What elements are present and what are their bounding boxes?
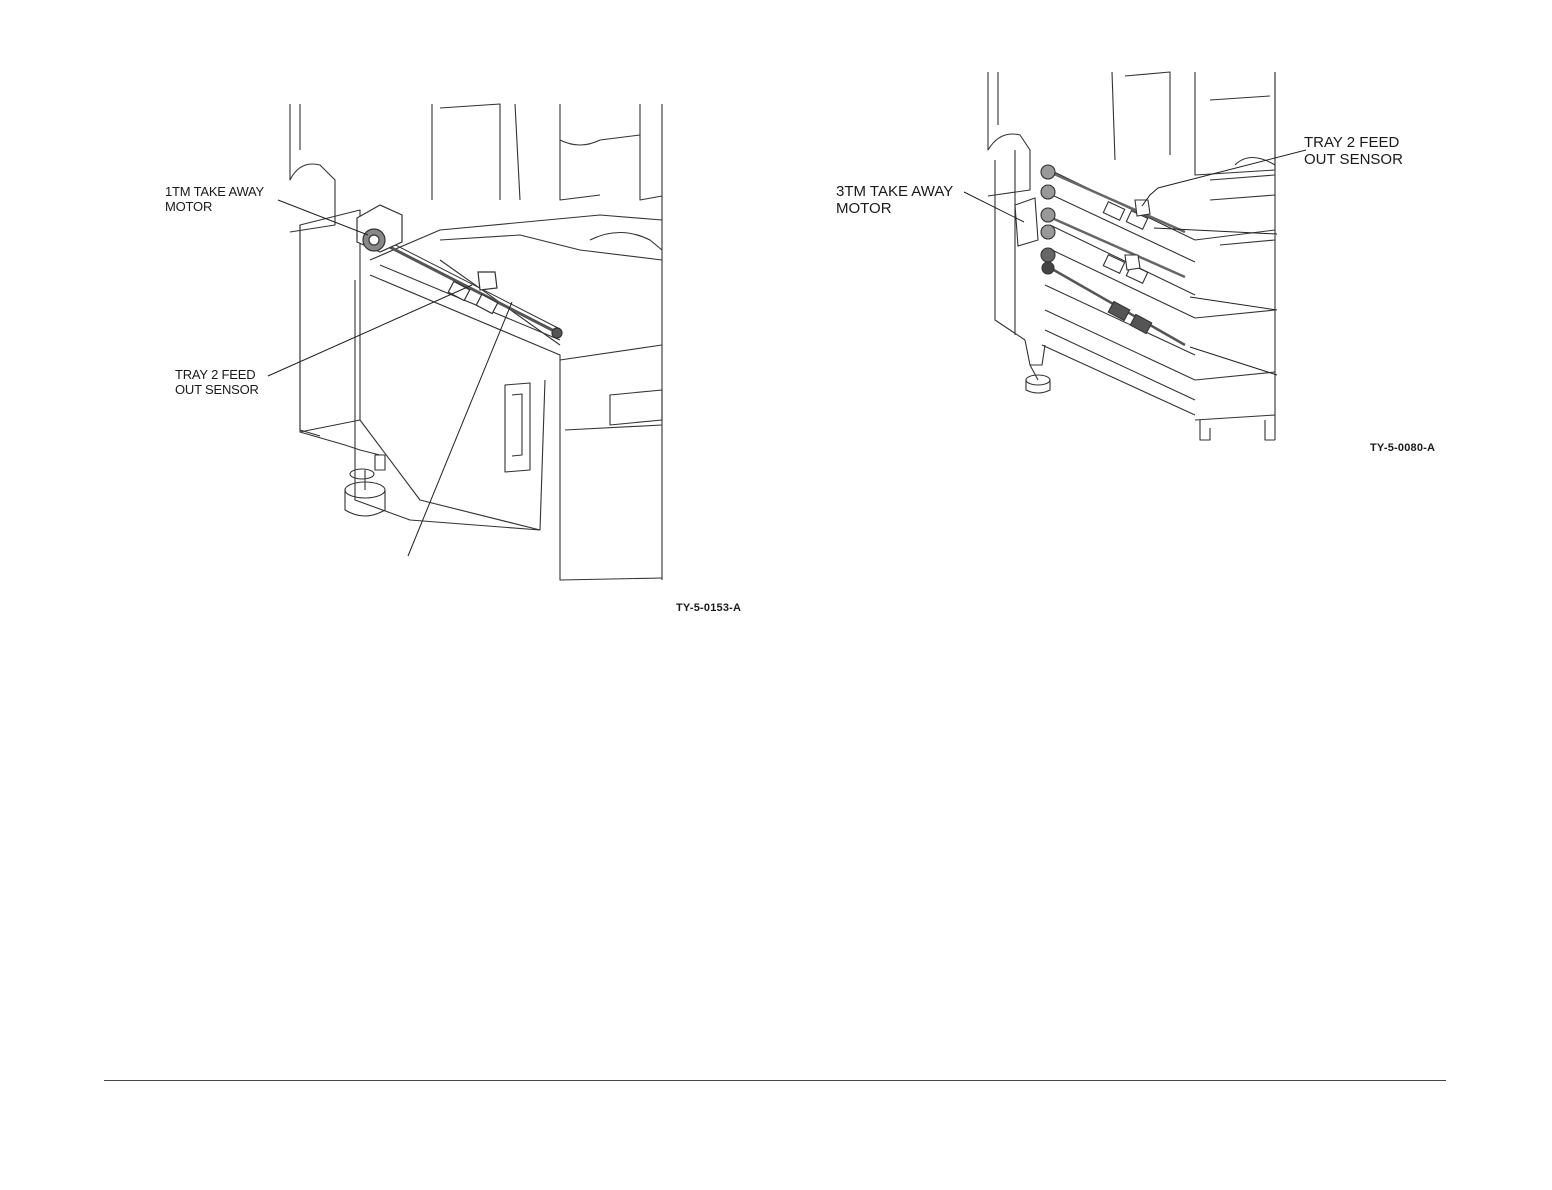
leader-tray2-sensor-2: [1142, 150, 1306, 206]
figure-1-id: TY-5-0153-A: [676, 602, 741, 614]
figure-2-id: TY-5-0080-A: [1370, 442, 1435, 454]
callout-tray2-feed-out-sensor-2: TRAY 2 FEED OUT SENSOR: [1304, 134, 1403, 168]
leader-line-c: [1190, 347, 1277, 375]
figure-1-drawing: [0, 0, 780, 640]
leader-1tm-motor: [278, 200, 368, 235]
callout-tray2-feed-out-sensor: TRAY 2 FEED OUT SENSOR: [175, 367, 259, 397]
leader-line-b: [1190, 297, 1277, 310]
callout-3tm-take-away-motor: 3TM TAKE AWAY MOTOR: [836, 183, 953, 217]
callout-1tm-take-away-motor: 1TM TAKE AWAY MOTOR: [165, 184, 264, 214]
figure-2: 3TM TAKE AWAY MOTOR TRAY 2 FEED OUT SENS…: [780, 0, 1552, 640]
figure-1: 1TM TAKE AWAY MOTOR TRAY 2 FEED OUT SENS…: [0, 0, 780, 640]
footer-rule: [104, 1080, 1446, 1081]
leader-line-a: [1154, 228, 1277, 234]
figure-2-drawing: [780, 0, 1552, 640]
leader-tray2-sensor: [268, 285, 472, 376]
leader-shaft: [408, 302, 512, 556]
